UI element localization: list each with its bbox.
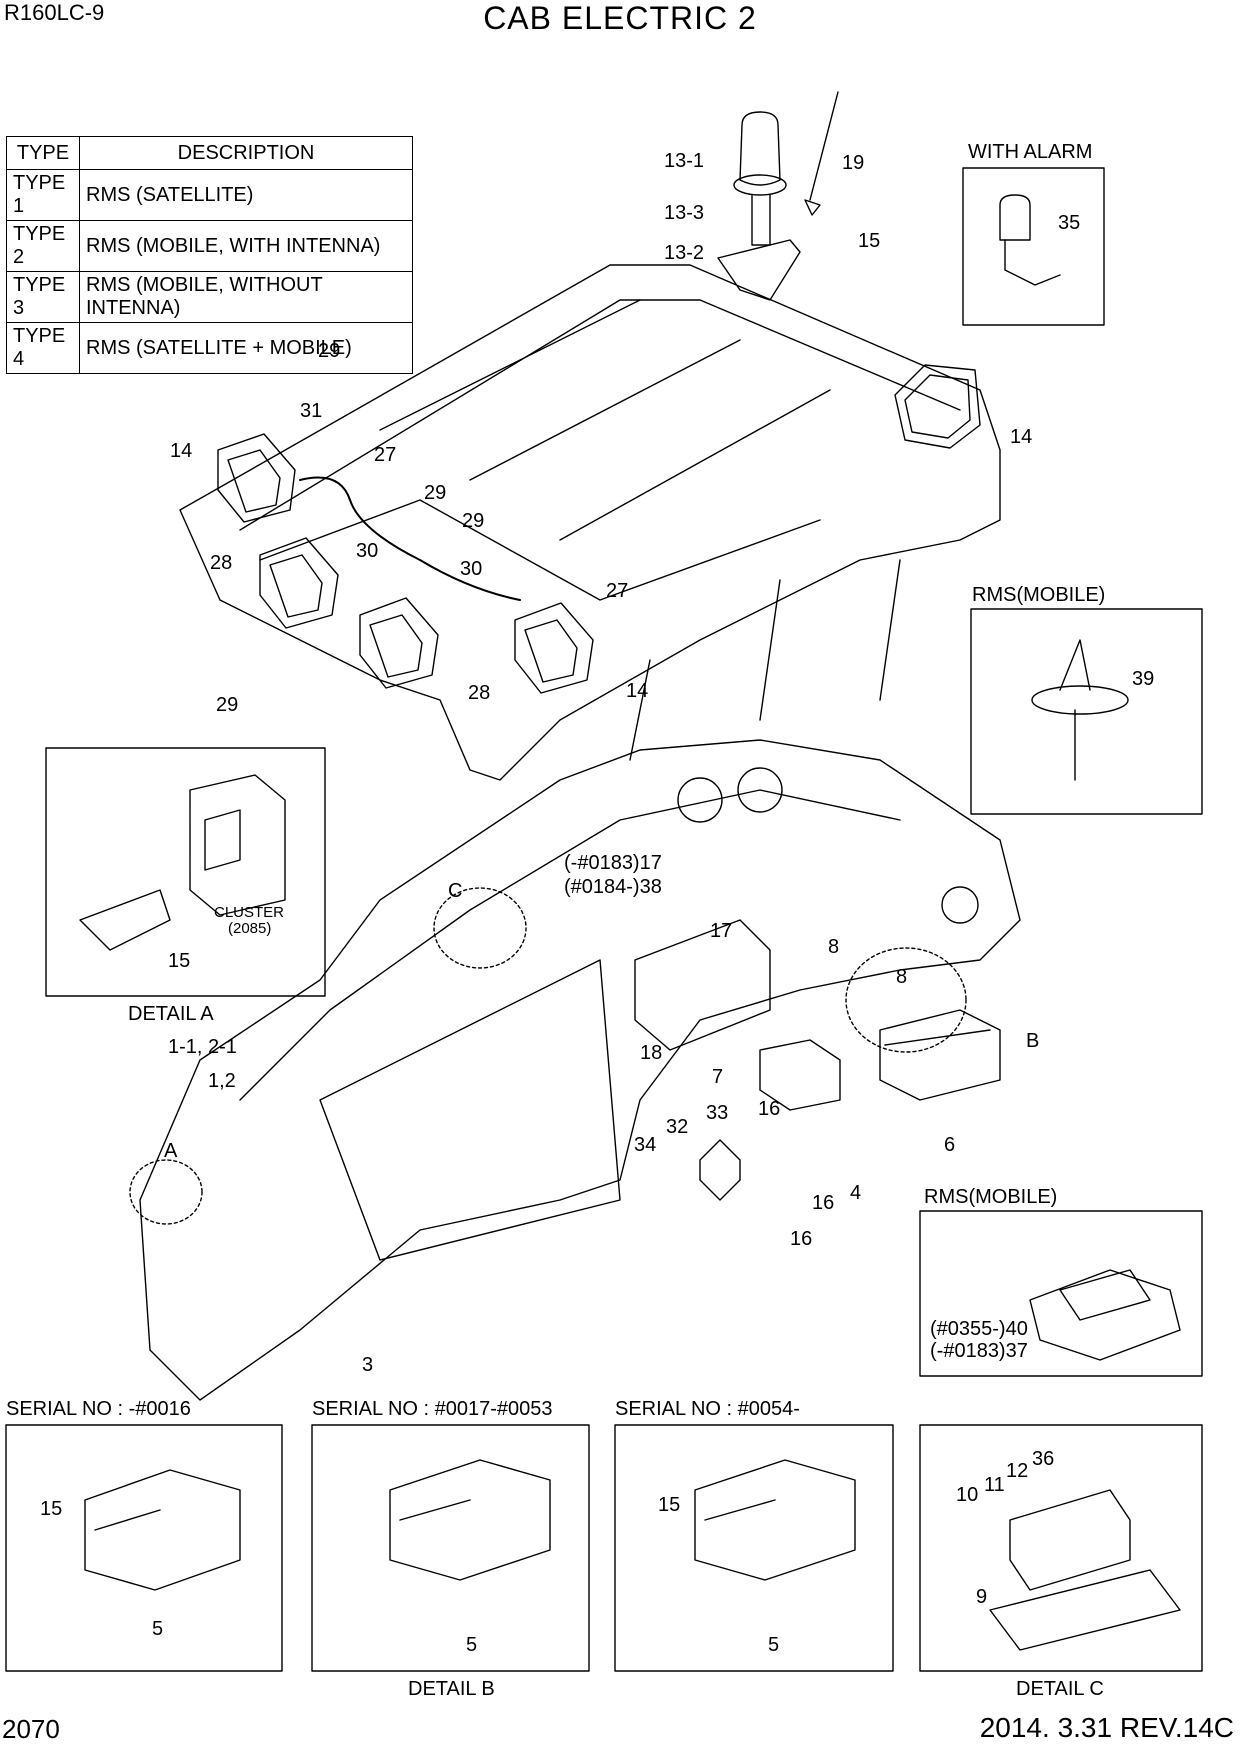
radio-unit-icon [634,919,1001,1201]
callout-14: 14 [170,440,193,462]
callout-32: 32 [666,1116,689,1138]
callout-40: (#0355-)40 [930,1318,1028,1340]
callout-15: 15 [658,1494,681,1516]
callout-29: 29 [318,340,341,362]
callout-3: 3 [362,1354,374,1376]
revision-label: 2014. 3.31 REV.14C [979,1712,1234,1743]
callout-16: 16 [812,1192,835,1214]
beacon-lamp-icon [717,111,801,301]
callout-14: 14 [626,680,649,702]
callout-1-2: 1,2 [208,1070,236,1092]
callout-17: 17 [710,920,733,942]
callout-11: 11 [984,1474,1005,1496]
callout-27: 27 [374,444,397,466]
with-alarm-label: WITH ALARM [968,141,1093,163]
alarm-beacon-icon [999,194,1061,286]
detail-a-label: DETAIL A [128,1003,214,1025]
serial-range-3: SERIAL NO : #0054- [615,1398,800,1420]
rms-unit-icon [1029,1269,1181,1361]
detail-b-label: DETAIL B [408,1678,495,1700]
description-cell: RMS (SATELLITE) [79,169,413,221]
callout-27: 27 [606,580,629,602]
callout-39: 39 [1132,668,1155,690]
callout-14: 14 [1010,426,1033,448]
callout-4: 4 [850,1182,862,1204]
callout-5: 5 [152,1618,164,1640]
callout-29: 29 [424,482,447,504]
callout-13-2: 13-2 [664,242,705,264]
serial-range-2: SERIAL NO : #0017-#0053 [312,1398,553,1420]
callout-5: 5 [466,1634,478,1656]
callout-28: 28 [468,682,491,704]
callout-34: 34 [634,1134,657,1156]
rms-mobile-antenna-label: RMS(MOBILE) [972,584,1106,606]
mobile-antenna-icon [1031,639,1129,781]
cluster-icon [79,774,286,951]
callout-30: 30 [356,540,379,562]
callout-16: 16 [758,1098,781,1120]
cab-roof [179,264,1001,781]
callout-13-1: 13-1 [664,150,705,172]
callout-12: 12 [1006,1460,1029,1482]
callout-c: C [448,880,463,902]
callout-30: 30 [460,558,483,580]
callout-1-1-2-1: 1-1, 2-1 [168,1036,237,1058]
radio-detail-icon [84,1459,856,1591]
type-cell: TYPE 4 [6,322,80,374]
callout-38: (#0184-)38 [564,876,662,898]
callout-6: 6 [944,1134,956,1156]
model-label: R160LC-9 [4,0,105,25]
description-cell: RMS (SATELLITE + MOBILE) [79,322,413,374]
callout-8: 8 [896,966,908,988]
description-cell: RMS (MOBILE, WITHOUT INTENNA) [79,271,413,323]
callout-33: 33 [706,1102,729,1124]
cab-interior [129,739,1021,1401]
callout-35: 35 [1058,212,1081,234]
callout-31: 31 [300,400,323,422]
callout-15: 15 [858,230,881,252]
antenna-icon [804,91,839,216]
type-cell: TYPE 2 [6,220,80,272]
switch-panel-icon [989,1489,1181,1651]
callout-18: 18 [640,1042,663,1064]
callout-5: 5 [768,1634,780,1656]
page-title: CAB ELECTRIC 2 [483,0,757,36]
callout-a: A [164,1140,178,1162]
callout-13-3: 13-3 [664,202,705,224]
rms-mobile-unit-label: RMS(MOBILE) [924,1186,1058,1208]
cluster-ref-label: (2085) [228,920,272,937]
callout-19: 19 [842,152,865,174]
callout-29: 29 [216,694,239,716]
detail-c-label: DETAIL C [1016,1678,1104,1700]
callout-8: 8 [828,936,840,958]
work-lamp-icon [217,364,981,694]
callout-17: (-#0183)17 [564,852,662,874]
callout-28: 28 [210,552,233,574]
type-cell: TYPE 1 [6,169,80,221]
callout-37: (-#0183)37 [930,1340,1028,1362]
type-cell: TYPE 3 [6,271,80,323]
page-number: 2070 [2,1714,60,1744]
callout-10: 10 [956,1484,979,1506]
callout-9: 9 [976,1586,988,1608]
callout-16: 16 [790,1228,813,1250]
callout-7: 7 [712,1066,724,1088]
callout-b: B [1026,1030,1040,1052]
callout-29: 29 [462,510,485,532]
callout-15: 15 [40,1498,63,1520]
callout-36: 36 [1032,1448,1055,1470]
description-cell: RMS (MOBILE, WITH INTENNA) [79,220,413,272]
serial-range-1: SERIAL NO : -#0016 [6,1398,191,1420]
callout-15: 15 [168,950,191,972]
cluster-label: CLUSTER [214,904,285,921]
type-header: TYPE [6,136,80,170]
